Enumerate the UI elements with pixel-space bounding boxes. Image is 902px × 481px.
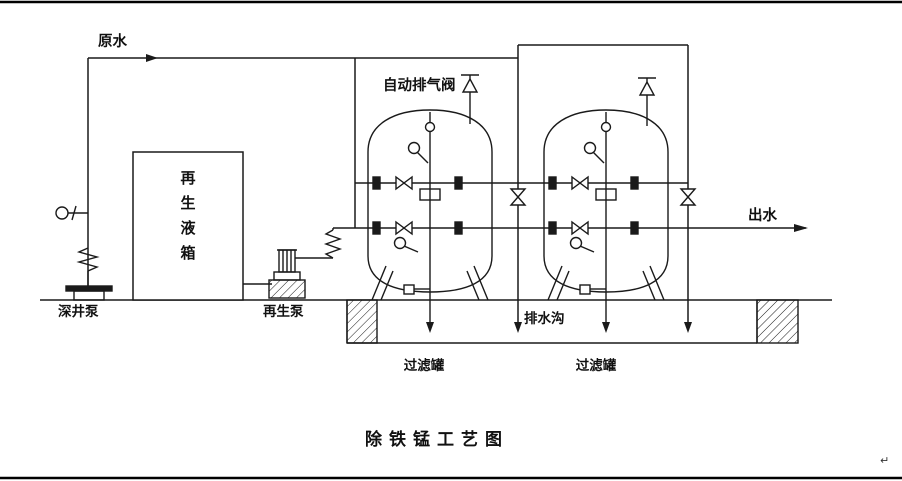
outlet-flow-arrow-icon xyxy=(794,224,808,232)
vessel-leg xyxy=(473,265,489,301)
pipe-top-fitting-icon xyxy=(424,121,436,133)
vessel-body xyxy=(543,109,669,293)
filter-tank-label-left: 过滤罐 xyxy=(404,357,445,374)
filter-vessel-2 xyxy=(543,77,669,330)
valve-icon xyxy=(578,175,589,191)
riser-valves xyxy=(509,188,697,206)
vessel-leg xyxy=(466,270,480,301)
filter-vessel-1 xyxy=(367,74,493,330)
valve-icon xyxy=(395,220,406,236)
right-drain-arrow-icon xyxy=(684,322,692,333)
pressure-gauge-icon xyxy=(393,236,407,250)
pump-body xyxy=(273,271,301,281)
deep-well-pump-label: 深井泵 xyxy=(58,303,99,320)
flange-icon xyxy=(372,176,381,190)
regen-tank-body xyxy=(132,151,244,301)
valve-icon xyxy=(402,220,413,236)
exhaust-valve-icon xyxy=(638,80,656,96)
flange-icon xyxy=(454,176,463,190)
flange-icon xyxy=(548,176,557,190)
return-mark: ↵ xyxy=(880,454,889,467)
drain-flange xyxy=(579,284,591,295)
valve-icon xyxy=(509,188,527,199)
raw-water-flow-arrow-icon xyxy=(146,54,158,62)
piping xyxy=(87,44,806,330)
pressure-gauge-icon xyxy=(407,141,421,155)
vessel-leg xyxy=(649,265,665,301)
flow-arrows xyxy=(146,54,808,333)
valve-icon xyxy=(571,220,582,236)
diagram-labels: 原水 自动排气阀 深井泵 再生泵 出水 排水沟 过滤罐 过滤罐 除铁锰工艺图 ↵ xyxy=(58,32,889,467)
pressure-gauge-icon xyxy=(55,206,69,220)
valve-icon xyxy=(578,220,589,236)
valve-icon xyxy=(571,175,582,191)
regen-tank-label-char: 生 xyxy=(180,194,195,212)
regen-pump-label: 再生泵 xyxy=(263,303,304,320)
pump-base-plate xyxy=(65,285,113,292)
vessel-leg xyxy=(547,265,563,301)
regen-liquid-tank: 再 生 液 箱 xyxy=(132,151,244,301)
regen-tank-label-char: 箱 xyxy=(180,244,195,262)
flange-icon xyxy=(630,221,639,235)
valve-icon xyxy=(679,195,697,206)
deep-well-pump xyxy=(55,205,113,301)
vessel-leg xyxy=(380,270,394,301)
drain-channel-label: 排水沟 xyxy=(524,310,565,327)
flange-icon xyxy=(454,221,463,235)
regen-tank-label-char: 再 xyxy=(180,169,195,187)
vessel-body xyxy=(367,109,493,293)
exhaust-valve-icon xyxy=(461,77,479,93)
drain-flange xyxy=(403,284,415,295)
valve-icon xyxy=(679,188,697,199)
outlet-water-label: 出水 xyxy=(748,206,777,224)
ground-and-trench xyxy=(40,299,832,344)
flange-icon xyxy=(548,221,557,235)
spring-joint-icon xyxy=(76,247,100,272)
filter-tank-label-right: 过滤罐 xyxy=(576,357,617,374)
vessel-leg xyxy=(556,270,570,301)
backwash-drain-arrow-icon xyxy=(514,322,522,333)
pressure-gauge-icon xyxy=(583,141,597,155)
flange-icon xyxy=(372,221,381,235)
valve-icon xyxy=(402,175,413,191)
regen-pump xyxy=(243,228,343,299)
pump-base-block xyxy=(73,290,105,301)
regen-tank-label-char: 液 xyxy=(180,219,196,237)
valve-icon xyxy=(509,195,527,206)
diagram-title: 除铁锰工艺图 xyxy=(365,429,509,450)
vessel-leg xyxy=(642,270,656,301)
flange-icon xyxy=(630,176,639,190)
hatch-block-left xyxy=(346,299,378,344)
hatch-block-right xyxy=(756,299,799,344)
spring-joint-icon xyxy=(323,229,343,259)
raw-water-label: 原水 xyxy=(98,32,127,50)
auto-exhaust-valve-label: 自动排气阀 xyxy=(383,76,456,94)
pump-foundation xyxy=(268,279,306,299)
pressure-gauge-icon xyxy=(569,236,583,250)
pipe-top-fitting-icon xyxy=(600,121,612,133)
valve-icon xyxy=(395,175,406,191)
vessel-leg xyxy=(371,265,387,301)
